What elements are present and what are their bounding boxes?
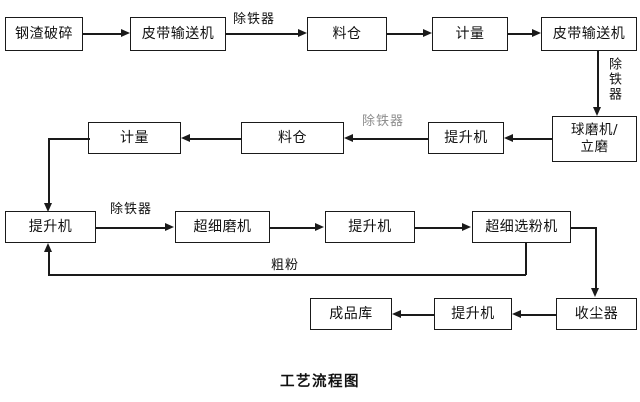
edge-n11-n12 [270,227,316,229]
node-elevator-4[interactable]: 提升机 [434,298,512,330]
arrowhead-n8-n9 [181,134,190,143]
arrowhead-n4-n5 [532,29,541,38]
node-steel-slag-crushing[interactable]: 钢渣破碎 [5,17,83,51]
edge-label-deironer-row1: 除铁器 [233,12,276,27]
arrowhead-n2-n3 [298,29,307,38]
edge-n9-n10-vertical [48,138,50,206]
node-ultrafine-separator[interactable]: 超细选粉机 [472,211,571,243]
arrowhead-n13-n14 [591,288,600,297]
edge-n15-n16 [401,314,434,316]
arrowhead-coarse-powder [44,243,53,252]
node-silo-2[interactable]: 料仓 [241,122,344,154]
arrowhead-n11-n12 [315,223,324,232]
arrowhead-n14-n15 [512,310,521,319]
edge-coarse-powder-across [48,274,526,276]
arrowhead-n12-n13 [462,223,471,232]
arrowhead-n7-n8 [344,134,353,143]
edge-n13-n14-horizontal [571,227,597,229]
edge-label-deironer-vertical: 除铁器 [606,57,621,102]
node-ultrafine-mill[interactable]: 超细磨机 [175,211,270,243]
edge-n2-n3 [226,33,299,35]
arrowhead-n6-n7 [504,134,513,143]
arrowhead-n5-n6 [593,107,602,116]
node-belt-conveyor-1[interactable]: 皮带输送机 [130,17,226,51]
edge-coarse-powder-down [525,243,527,275]
edge-coarse-powder-up [48,250,50,275]
node-metering-2[interactable]: 计量 [88,122,181,154]
arrowhead-n10-n11 [165,223,174,232]
edge-n13-n14-vertical [595,227,597,290]
node-metering-1[interactable]: 计量 [432,17,508,51]
arrowhead-n9-n10 [44,203,53,212]
edge-n6-n7 [513,138,552,140]
node-ball-mill-vertical-mill[interactable]: 球磨机/ 立磨 [552,116,637,162]
edge-n3-n4 [387,33,424,35]
node-elevator-1[interactable]: 提升机 [428,122,504,154]
arrowhead-n15-n16 [392,310,401,319]
node-elevator-2[interactable]: 提升机 [5,211,96,243]
node-finished-product-warehouse[interactable]: 成品库 [310,298,392,330]
edge-n4-n5 [508,33,533,35]
edge-n14-n15 [521,314,556,316]
diagram-caption: 工艺流程图 [280,374,360,390]
node-dust-collector[interactable]: 收尘器 [556,298,637,330]
edge-n10-n11 [96,227,166,229]
edge-n12-n13 [415,227,463,229]
edge-n7-n8 [353,138,428,140]
arrowhead-n1-n2 [121,29,130,38]
edge-label-deironer-row3: 除铁器 [110,202,153,217]
edge-n8-n9 [190,138,241,140]
node-elevator-3[interactable]: 提升机 [325,211,415,243]
node-silo-1[interactable]: 料仓 [307,17,387,51]
edge-n1-n2 [83,33,122,35]
edge-label-coarse-powder: 粗粉 [271,258,300,273]
arrowhead-n3-n4 [423,29,432,38]
edge-n5-n6 [597,51,599,109]
edge-label-deironer-row2: 除铁器 [362,114,405,129]
edge-n9-n10-horizontal [48,138,90,140]
node-belt-conveyor-2[interactable]: 皮带输送机 [541,17,637,51]
